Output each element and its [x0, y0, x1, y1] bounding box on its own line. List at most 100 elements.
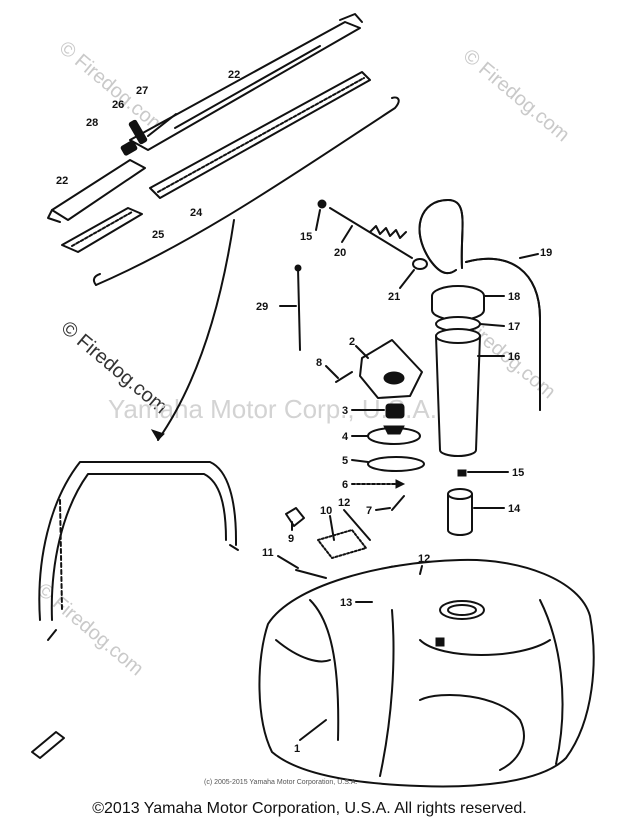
tank-strap-rubber: [59, 499, 63, 611]
part-16-strainer-tube: [435, 335, 481, 457]
callout-9: 9: [288, 533, 294, 545]
tank-strap-group: [38, 461, 239, 641]
callout-12a: 12: [338, 497, 350, 509]
leader-lines: [277, 209, 539, 741]
part-29-rod-end: [294, 264, 302, 272]
part-20-shaft: [329, 207, 413, 259]
tank-strap-end-right: [229, 544, 239, 551]
part-15-clip-top: [317, 199, 327, 209]
part-6-arrow: [395, 479, 406, 489]
part-14-filter-top: [447, 488, 473, 500]
diagram-copyright: (c) 2005-2015 Yamaha Motor Corporation, …: [204, 779, 357, 786]
footer-copyright: ©2013 Yamaha Motor Corporation, U.S.A. A…: [92, 800, 527, 817]
callout-7: 7: [366, 505, 372, 517]
part-19-hose-loop-inner: [418, 199, 464, 275]
leader-21: [399, 269, 415, 289]
leader-19: [519, 253, 539, 259]
callout-10: 10: [320, 505, 332, 517]
part-7-pin: [391, 495, 405, 511]
part-22-upper-bracket: [129, 21, 361, 151]
part-8-screw: [335, 371, 353, 383]
part-9-bushing: [285, 507, 305, 527]
orientation-marker: [31, 731, 65, 759]
part-15-clip-lower: [457, 469, 467, 477]
leader-8: [325, 365, 339, 379]
fuel-tank-filler-inner: [447, 604, 477, 616]
part-27-bolt: [147, 113, 177, 137]
assembly-leader-arrow: [150, 429, 165, 441]
callout-14: 14: [508, 503, 521, 515]
part-4-plate-hub: [383, 425, 405, 435]
callout-6: 6: [342, 479, 348, 491]
callout-24: 24: [190, 207, 203, 219]
callout-4: 4: [342, 431, 349, 443]
tank-strap-outer: [38, 461, 237, 621]
fuel-tank-marker: [435, 637, 445, 647]
part-16-strainer-top: [435, 328, 481, 344]
callout-15a: 15: [300, 231, 312, 243]
fuel-tank-ridge-center: [379, 609, 395, 777]
callout-17: 17: [508, 321, 520, 333]
callouts: 1 2 3 4 5 6 7 8 9 10 11 12 12 13 14 15 1…: [56, 69, 552, 755]
part-10-plate: [317, 529, 367, 559]
leader-15a: [315, 209, 321, 231]
callout-29: 29: [256, 301, 268, 313]
part-24-texture: [157, 77, 365, 193]
callout-22a: 22: [228, 69, 240, 81]
part-3-spring: [385, 403, 405, 419]
callout-11: 11: [262, 547, 274, 559]
callout-2: 2: [349, 336, 355, 348]
assembly-leader-line: [157, 219, 235, 441]
part-22-lower-bracket: [51, 159, 146, 221]
part-11-rod: [295, 569, 327, 579]
part-1-fuel-tank: [258, 558, 595, 788]
crossmember-frame-corner: [92, 273, 101, 286]
part-2-cap-knob: [383, 371, 405, 385]
callout-15b: 15: [512, 467, 524, 479]
crossmember-frame-outline: [95, 96, 400, 286]
callout-21: 21: [388, 291, 400, 303]
part-22-tab: [339, 13, 363, 23]
part-26-spacer: [128, 119, 148, 145]
part-22-lower-tab: [47, 209, 61, 223]
callout-19: 19: [540, 247, 552, 259]
fuel-tank-ridge-left: [309, 599, 340, 741]
leader-10: [329, 515, 335, 541]
leader-20: [341, 225, 353, 243]
part-20-spring: [369, 225, 407, 239]
leader-11: [277, 555, 299, 569]
callout-16: 16: [508, 351, 520, 363]
tank-strap-end-left: [47, 629, 57, 641]
part-22-slot: [174, 45, 321, 129]
callout-26: 26: [112, 99, 124, 111]
part-25-texture: [71, 211, 133, 247]
part-5-gasket: [367, 456, 425, 472]
part-19-hose-inner: [465, 257, 541, 411]
leader-12b: [419, 565, 423, 575]
part-28-collar: [120, 140, 138, 156]
callout-1: 1: [294, 743, 300, 755]
fuel-tank-filler-neck: [439, 600, 485, 620]
watermark-top-left: © Firedog.com: [55, 37, 170, 138]
crossmember-group: [47, 13, 400, 286]
callout-20: 20: [334, 247, 346, 259]
leader-12a: [343, 509, 371, 541]
callout-12b: 12: [418, 553, 430, 565]
callout-8: 8: [316, 357, 322, 369]
watermark-bottom-left: © Firedog.com: [33, 579, 148, 680]
fuel-tank-edge: [275, 639, 331, 663]
leader-7: [375, 507, 391, 511]
leader-1: [299, 719, 327, 741]
fuel-tank-front-curve: [419, 694, 525, 771]
watermark-top-right: © Firedog.com: [459, 45, 574, 146]
callout-25: 25: [152, 229, 164, 241]
callout-27: 27: [136, 85, 148, 97]
leader-5: [351, 459, 369, 463]
callout-28: 28: [86, 117, 98, 129]
part-21-grommet: [412, 258, 428, 270]
part-29-rod: [297, 267, 301, 351]
part-2-tank-cap: [359, 339, 423, 399]
callout-18: 18: [508, 291, 520, 303]
callout-5: 5: [342, 455, 348, 467]
tank-strap-inner: [50, 473, 227, 621]
